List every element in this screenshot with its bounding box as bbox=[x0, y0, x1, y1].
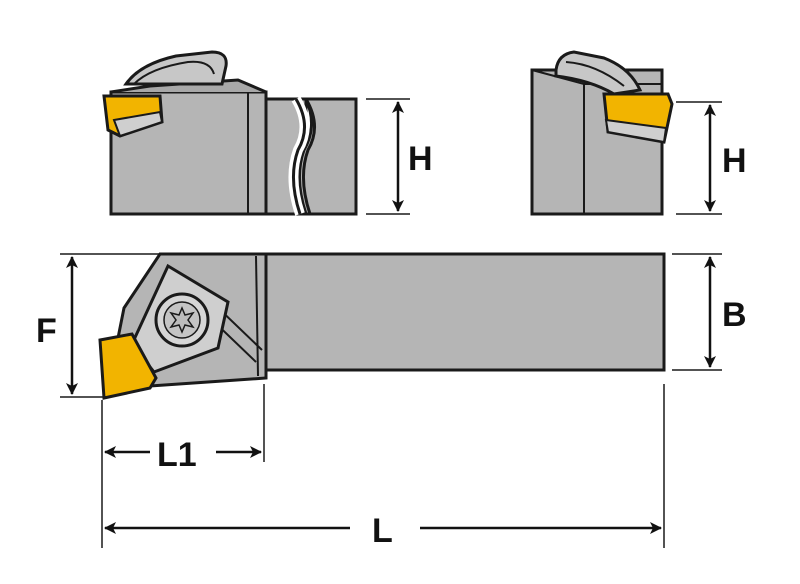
left-view-clamp bbox=[123, 50, 228, 86]
label-h-left: H bbox=[408, 140, 433, 178]
right-end-view bbox=[530, 50, 674, 216]
right-view-body bbox=[530, 68, 664, 216]
top-view-shank bbox=[262, 252, 666, 372]
dimension-h-left: H bbox=[366, 98, 433, 215]
label-h-right: H bbox=[722, 142, 747, 180]
dimension-l: L bbox=[104, 384, 665, 550]
top-view-insert bbox=[98, 332, 158, 400]
torx-star-icon bbox=[169, 306, 195, 334]
left-end-view bbox=[102, 50, 358, 216]
dimension-f: F bbox=[36, 253, 162, 398]
dimension-b: B bbox=[672, 253, 747, 371]
label-f: F bbox=[36, 312, 57, 350]
dimension-h-right: H bbox=[676, 101, 747, 215]
label-l: L bbox=[372, 512, 393, 550]
label-l1: L1 bbox=[157, 436, 197, 474]
top-view bbox=[98, 252, 666, 400]
label-b: B bbox=[722, 296, 747, 334]
dimension-l1: L1 bbox=[101, 384, 265, 548]
